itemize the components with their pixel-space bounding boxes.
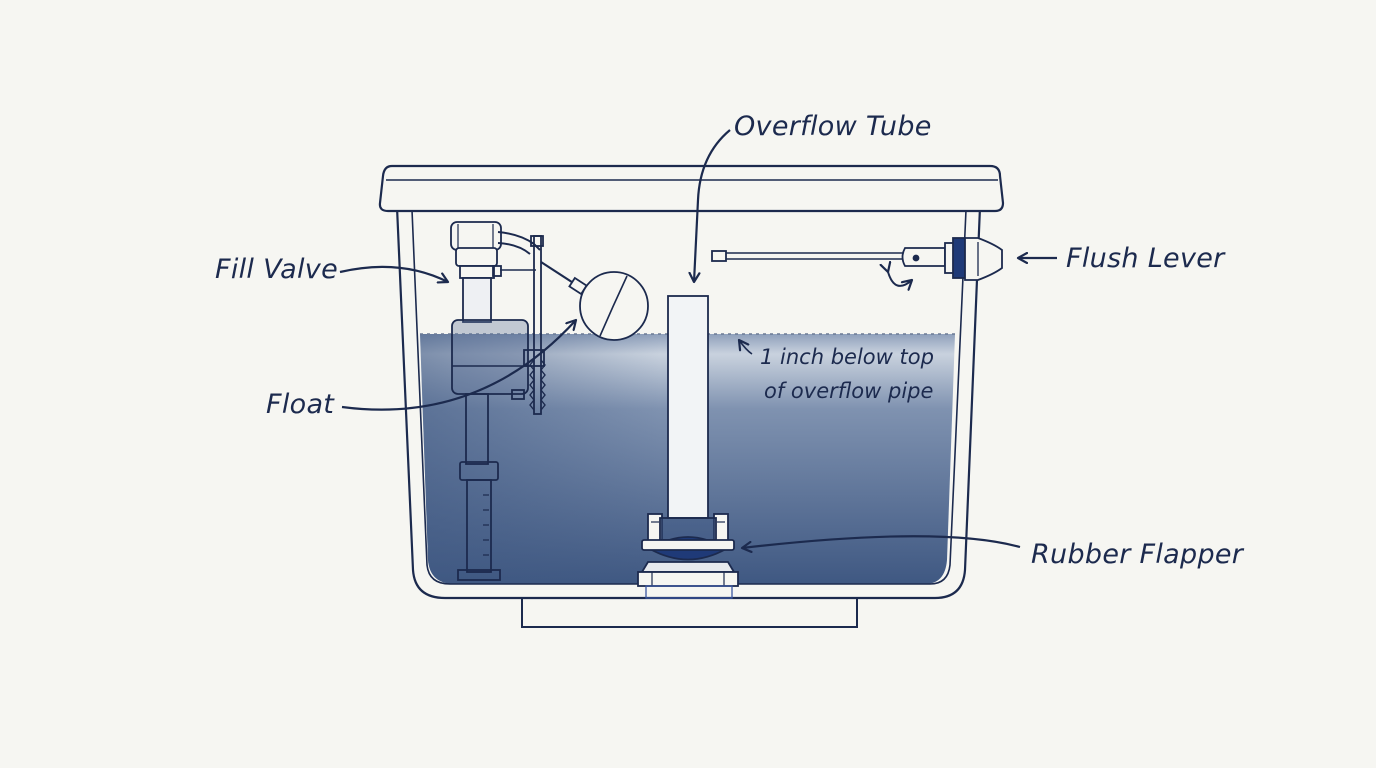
tank-base <box>521 590 858 628</box>
float <box>540 261 649 341</box>
water-level-note-line1: 1 inch below top <box>760 345 934 369</box>
float-arrow <box>341 320 576 411</box>
rubber-flapper-arrow <box>742 535 1021 548</box>
flush-lever-label: Flush Lever <box>1066 243 1226 274</box>
overflow-tube <box>667 295 709 519</box>
fill-valve-label: Fill Valve <box>215 254 338 285</box>
water-level-note-line2: of overflow pipe <box>764 379 933 403</box>
flush-lever <box>711 237 1003 281</box>
float-label: Float <box>266 389 335 420</box>
rubber-flapper <box>637 513 739 599</box>
overflow-tube-label: Overflow Tube <box>734 111 932 142</box>
rubber-flapper-label: Rubber Flapper <box>1031 539 1245 570</box>
water-level-note-arrow <box>739 340 753 355</box>
fill-valve-arrow <box>339 265 448 282</box>
lever-rotation-arrow <box>888 272 912 286</box>
tank-lid <box>378 164 1005 213</box>
overflow-tube-arrow <box>694 129 731 282</box>
